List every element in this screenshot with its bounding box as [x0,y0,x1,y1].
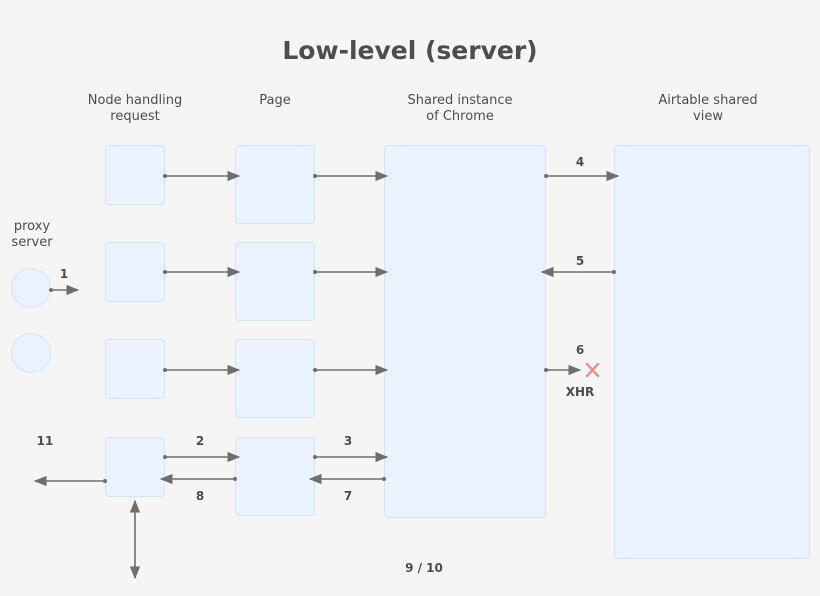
diagram-title: Low-level (server) [282,36,538,65]
step-label-6: 6 [575,343,585,357]
header-node-line2: request [110,109,160,124]
step-label-2: 2 [195,434,205,448]
page-box-1 [235,145,315,224]
step-label-7: 7 [343,489,353,503]
step-label-1: 1 [59,267,69,281]
header-node-handling: Node handling request [75,93,195,125]
header-proxy: proxy server [2,219,62,251]
airtable-view-box [614,145,810,559]
header-chrome-line2: of Chrome [426,109,494,124]
page-box-3 [235,339,315,418]
header-proxy-line1: proxy [13,219,51,234]
header-chrome: Shared instance of Chrome [395,93,525,125]
header-proxy-line2: server [11,235,53,250]
header-page: Page [259,93,291,108]
proxy-server-circle-top [11,268,51,308]
chrome-instance-box [384,145,546,518]
header-node-line1: Node handling [87,93,183,108]
header-airtable-line1: Airtable shared [658,93,758,108]
step-label-3: 3 [343,434,353,448]
step-label-8: 8 [195,489,205,503]
page-box-2 [235,242,315,321]
header-airtable-line2: view [693,109,723,124]
node-box-2 [105,242,165,302]
step-label-11: 11 [36,434,54,448]
header-chrome-line1: Shared instance [407,93,513,108]
step-label-4: 4 [575,155,585,169]
blocked-cross-icon [585,362,600,378]
step-label-9-10: 9 / 10 [405,561,443,575]
page-box-4 [235,437,315,516]
node-box-4 [105,437,165,497]
xhr-label: XHR [565,385,595,399]
header-airtable: Airtable shared view [643,93,773,125]
step-label-5: 5 [575,254,585,268]
proxy-server-circle-bottom [11,333,51,373]
